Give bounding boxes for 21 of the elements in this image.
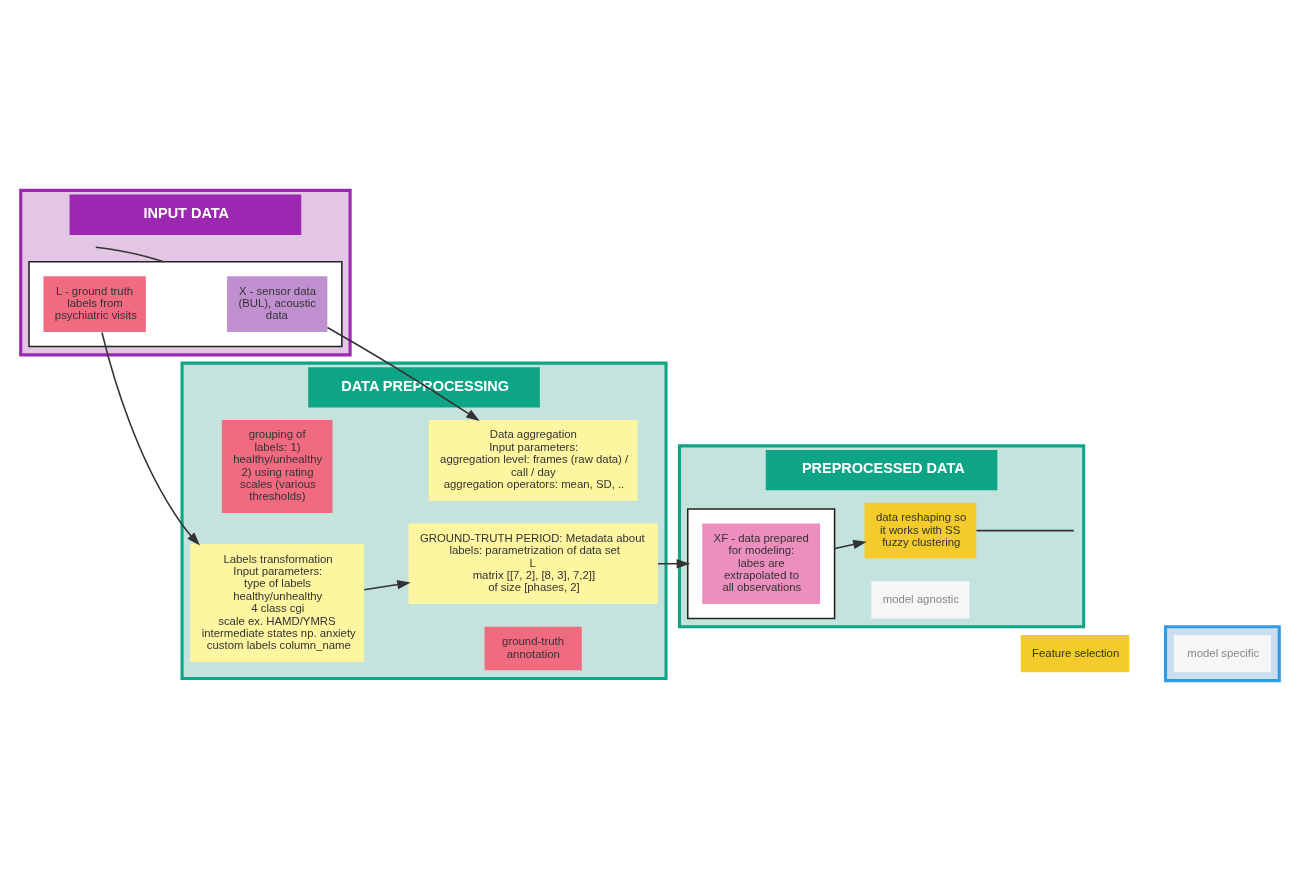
node-box: Labels transformation Input parameters: type of labels healthy/unhealthy 4 class cgi scale ex. HAMD/YMRS intermediate states np. anxiety custom labels column_name: [190, 543, 365, 662]
arrow: [657, 558, 691, 568]
node-box: Feature selection: [1020, 634, 1130, 672]
node-box: model specific: [1173, 634, 1271, 672]
connector: [975, 529, 1075, 531]
arrow: [363, 579, 411, 590]
node-box: ground-truth annotation: [484, 626, 582, 670]
node-box: GROUND-TRUTH PERIOD: Metadata about labels: parametrization of data set L matrix [[7, 2], [8, 3], 7,2]] of size [phases, 2]: [408, 522, 658, 604]
node-box: data reshaping so it works with SS fuzzy clustering: [864, 502, 977, 559]
cluster: [28, 260, 343, 347]
node-box: XF - data prepared for modeling: labes are extrapolated to all observations: [702, 522, 821, 604]
arrow: [326, 326, 480, 421]
node-box: grouping of labels: 1) healthy/unhealthy 2) using rating scales (various thresholds): [221, 419, 333, 513]
connector: [95, 246, 165, 263]
node-box: X - sensor data (BUL), acoustic data: [227, 275, 328, 332]
cluster: [686, 507, 836, 619]
node-box: model agnostic: [871, 580, 970, 619]
node-box: Data aggregation Input parameters: aggregation level: frames (raw data) / call / day aggregation operators: mean, SD, ..: [428, 419, 638, 501]
node-box: L - ground truth labels from psychiatric visits: [43, 275, 146, 332]
arrow: [833, 539, 867, 549]
cluster: [1163, 624, 1281, 682]
